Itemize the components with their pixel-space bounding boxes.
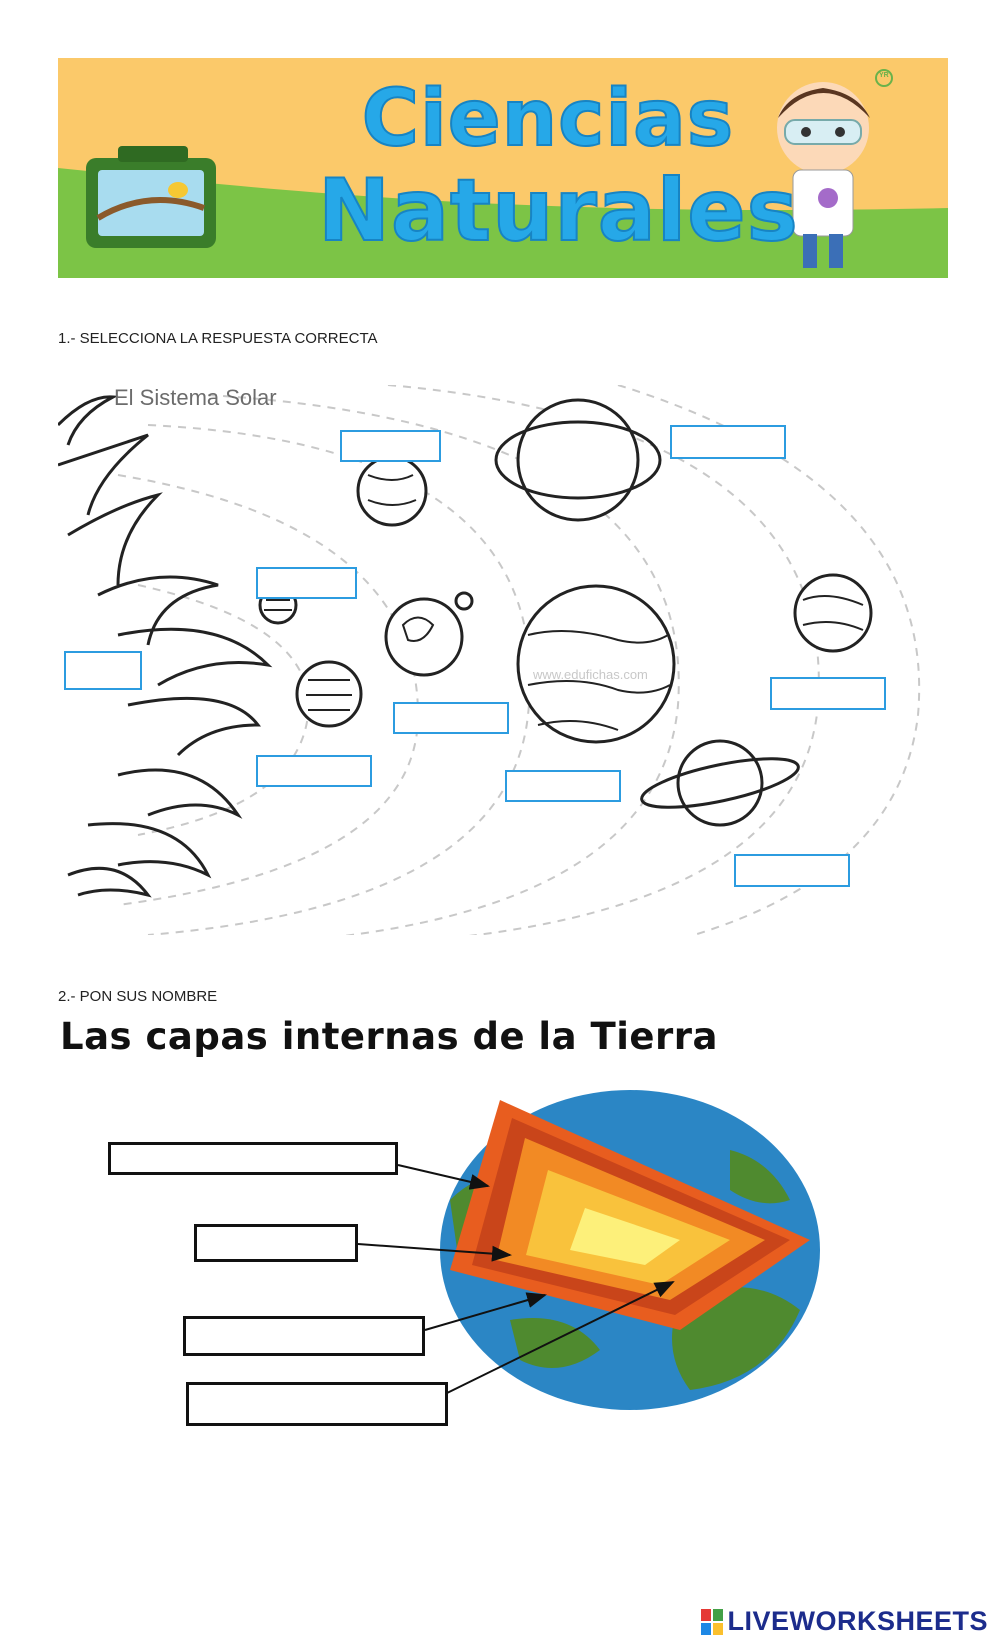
liveworksheets-logo[interactable]: LIVEWORKSHEETS <box>701 1606 988 1637</box>
answer-box-outer-core[interactable] <box>183 1316 425 1356</box>
moon-icon <box>454 591 474 611</box>
scientist-child-icon <box>777 82 870 268</box>
neptune-ring-icon <box>640 757 800 809</box>
answer-box-earth[interactable] <box>393 702 509 734</box>
earth-cross-section-illustration <box>440 1090 820 1410</box>
answer-box-mars[interactable] <box>340 430 441 462</box>
answer-box-crust[interactable] <box>108 1142 398 1175</box>
answer-box-neptune[interactable] <box>734 854 850 887</box>
uranus-icon <box>793 573 873 653</box>
banner-title-line2: Naturales <box>317 161 799 261</box>
earth-layers-title: Las capas internas de la Tierra <box>60 1015 718 1058</box>
liveworksheets-logo-icon <box>701 1608 724 1635</box>
question1-label: 1.- SELECCIONA LA RESPUESTA CORRECTA <box>58 330 378 347</box>
terrarium-icon <box>86 146 216 248</box>
solar-system-caption: El Sistema Solar <box>114 385 277 410</box>
answer-box-jupiter[interactable] <box>505 770 621 802</box>
answer-box-mercury[interactable] <box>256 567 357 599</box>
banner-title-line1: Ciencias <box>361 74 735 164</box>
saturn-ring-icon <box>494 420 662 500</box>
answer-box-venus[interactable] <box>256 755 372 787</box>
answer-box-sun[interactable] <box>64 651 142 690</box>
answer-box-saturn[interactable] <box>670 425 786 459</box>
answer-box-uranus[interactable] <box>770 677 886 710</box>
saturn-icon <box>516 398 640 522</box>
banner-background <box>58 58 948 278</box>
header-banner: Ciencias Naturales YR <box>58 58 948 278</box>
answer-box-mantle[interactable] <box>194 1224 358 1262</box>
answer-box-inner-core[interactable] <box>186 1382 448 1426</box>
earth-wedge <box>450 1100 810 1330</box>
question2-label: 2.- PON SUS NOMBRE <box>58 988 218 1005</box>
banner-badge: YR <box>879 72 889 79</box>
liveworksheets-brand: LIVEWORKSHEETS <box>727 1606 988 1636</box>
sun-icon <box>56 395 273 898</box>
edufichas-watermark: www.edufichas.com <box>533 667 648 682</box>
jupiter-icon <box>516 584 676 744</box>
earth-layers-diagram <box>430 1090 830 1420</box>
